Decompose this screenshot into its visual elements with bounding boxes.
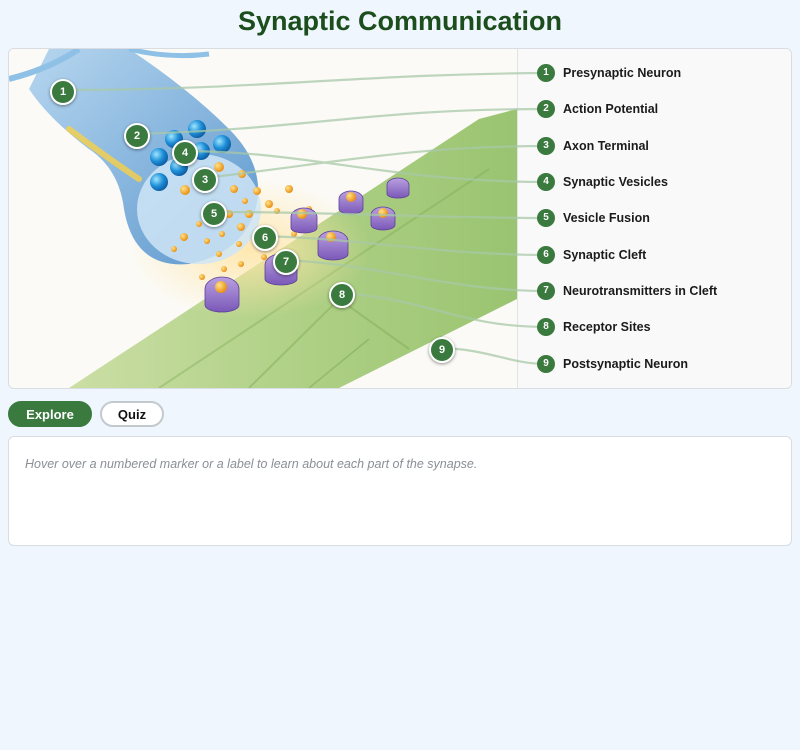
label-axon-terminal[interactable]: 3 Axon Terminal [537, 136, 649, 156]
info-panel: Hover over a numbered marker or a label … [8, 436, 792, 546]
label-synaptic-vesicles[interactable]: 4 Synaptic Vesicles [537, 172, 668, 192]
label-number: 6 [537, 246, 555, 264]
label-text: Postsynaptic Neuron [563, 357, 689, 371]
page-title: Synaptic Communication [237, 6, 563, 36]
marker-receptor-sites[interactable]: 8 [329, 282, 355, 308]
label-receptor-sites[interactable]: 8 Receptor Sites [537, 317, 651, 337]
label-text: Synaptic Vesicles [563, 175, 668, 189]
marker-action-potential[interactable]: 2 [124, 123, 150, 149]
marker-postsynaptic-neuron[interactable]: 9 [429, 337, 455, 363]
label-number: 1 [537, 64, 555, 82]
label-text: Presynaptic Neuron [563, 66, 682, 80]
label-text: Vesicle Fusion [563, 211, 650, 225]
label-text: Synaptic Cleft [563, 248, 647, 262]
marker-synaptic-vesicles[interactable]: 4 [172, 140, 198, 166]
label-number: 8 [537, 318, 555, 336]
label-vesicle-fusion[interactable]: 5 Vesicle Fusion [537, 208, 650, 228]
label-number: 9 [537, 355, 555, 373]
synapse-diagram: 1 2 3 4 5 6 7 8 9 1 Presynaptic Neuron 2… [8, 48, 792, 389]
label-action-potential[interactable]: 2 Action Potential [537, 99, 658, 119]
label-text: Neurotransmitters in Cleft [563, 284, 718, 298]
label-number: 5 [537, 209, 555, 227]
marker-neurotransmitters-in-cleft[interactable]: 7 [273, 249, 299, 275]
label-number: 7 [537, 282, 555, 300]
label-panel [517, 49, 791, 388]
marker-presynaptic-neuron[interactable]: 1 [50, 79, 76, 105]
label-postsynaptic-neuron[interactable]: 9 Postsynaptic Neuron [537, 354, 688, 374]
info-placeholder: Hover over a numbered marker or a label … [25, 457, 478, 471]
label-synaptic-cleft[interactable]: 6 Synaptic Cleft [537, 245, 646, 265]
explore-button[interactable]: Explore [8, 401, 92, 427]
label-number: 3 [537, 137, 555, 155]
marker-axon-terminal[interactable]: 3 [192, 167, 218, 193]
label-number: 2 [537, 100, 555, 118]
marker-vesicle-fusion[interactable]: 5 [201, 201, 227, 227]
quiz-button[interactable]: Quiz [100, 401, 164, 427]
label-text: Action Potential [563, 102, 659, 116]
label-text: Receptor Sites [563, 320, 651, 334]
label-text: Axon Terminal [563, 139, 649, 153]
label-neurotransmitters-in-cleft[interactable]: 7 Neurotransmitters in Cleft [537, 281, 717, 301]
label-number: 4 [537, 173, 555, 191]
label-presynaptic-neuron[interactable]: 1 Presynaptic Neuron [537, 63, 681, 83]
marker-synaptic-cleft[interactable]: 6 [252, 225, 278, 251]
